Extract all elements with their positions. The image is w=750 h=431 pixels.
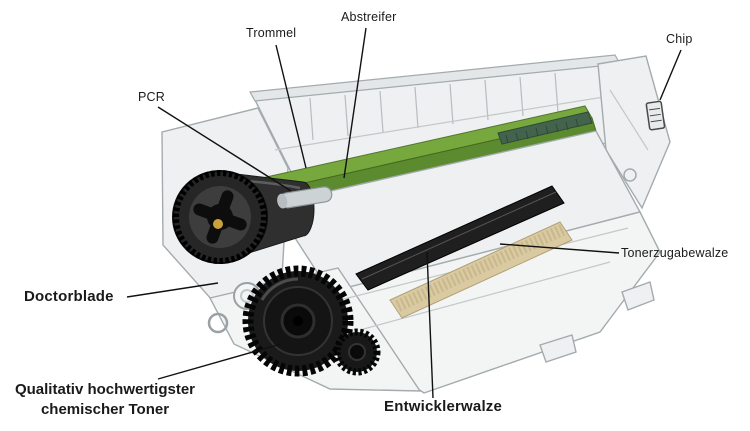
label-chip: Chip (666, 32, 693, 46)
leader-entwicklerwalze (426, 251, 434, 399)
small-gear (333, 328, 381, 376)
drum-gear (172, 170, 268, 264)
developer-roller (355, 185, 565, 291)
label-toner-line2: chemischer Toner (40, 401, 170, 418)
pcr-roller (277, 186, 333, 209)
leader-doctorblade (126, 282, 219, 298)
label-doctorblade: Doctorblade (24, 288, 114, 305)
leader-pcr (157, 106, 292, 192)
leader-trommel (275, 44, 307, 169)
ribbed-module (497, 111, 593, 145)
drive-gear (242, 265, 354, 377)
foot-tab (621, 281, 655, 311)
leader-tonerzugabewalze (499, 243, 620, 254)
label-toner: Qualitativ hochwertigster chemischer Ton… (0, 380, 210, 420)
label-abstreifer: Abstreifer (341, 10, 397, 24)
cartridge-body (161, 54, 671, 394)
chip-illustration (645, 100, 666, 131)
foot-tab (539, 334, 577, 363)
leader-abstreifer (343, 27, 367, 179)
housing-fins (274, 72, 611, 151)
label-pcr: PCR (138, 90, 165, 104)
leader-lines (126, 27, 682, 399)
right-end-cap (597, 55, 671, 210)
housing-ring (207, 312, 229, 334)
label-toner-line1: Qualitativ hochwertigster (14, 381, 196, 398)
label-tonerzugabewalze: Tonerzugabewalze (621, 246, 729, 260)
label-entwicklerwalze: Entwicklerwalze (384, 398, 503, 415)
leader-chip (659, 49, 682, 101)
label-trommel: Trommel (246, 26, 297, 40)
leader-toner (157, 343, 282, 380)
gold-contact (213, 219, 223, 229)
